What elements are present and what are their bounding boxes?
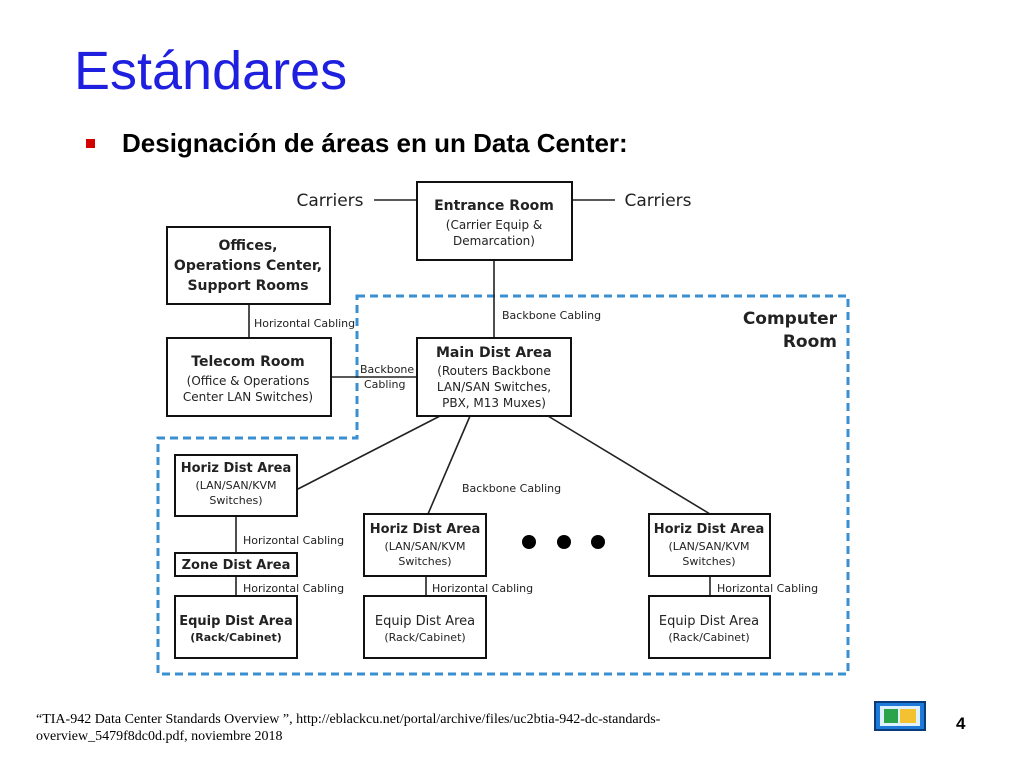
horiz-dist-area-right-box: Horiz Dist Area (LAN/SAN/KVM Switches)	[648, 513, 771, 577]
telecom-room-line2: Center LAN Switches)	[183, 390, 313, 404]
main-dist-area-box: Main Dist Area (Routers Backbone LAN/SAN…	[416, 337, 572, 417]
equip-right-line1: (Rack/Cabinet)	[668, 631, 749, 644]
horiz-right-line1: (LAN/SAN/KVM	[668, 540, 749, 553]
horiz-right-title: Horiz Dist Area	[654, 522, 765, 537]
horizontal-cabling-offices-label: Horizontal Cabling	[254, 317, 355, 330]
offices-line2: Operations Center,	[174, 258, 322, 274]
equip-mid-title: Equip Dist Area	[375, 614, 475, 629]
horiz-left-title: Horiz Dist Area	[181, 461, 292, 476]
horiz-left-line1: (LAN/SAN/KVM	[195, 479, 276, 492]
ellipsis-dot-3	[591, 535, 605, 549]
telecom-room-line1: (Office & Operations	[187, 374, 310, 388]
computer-room-label-line2: Room	[783, 332, 837, 352]
computer-room-border	[156, 294, 850, 676]
telecom-room-title: Telecom Room	[191, 354, 304, 370]
main-dist-area-line1: (Routers Backbone	[437, 364, 551, 378]
horizontal-cabling-left-label-1: Horizontal Cabling	[243, 534, 344, 547]
slide-title: Estándares	[74, 41, 348, 101]
main-to-horiz-right-line	[547, 415, 711, 515]
bullet-text: Designación de áreas en un Data Center:	[122, 127, 628, 158]
computer-room-label-line1: Computer	[743, 309, 838, 329]
zone-dist-area-box: Zone Dist Area	[174, 552, 298, 577]
horiz-right-line2: Switches)	[682, 555, 735, 568]
horiz-mid-line2: Switches)	[398, 555, 451, 568]
backbone-cabling-mid-label: Backbone Cabling	[462, 482, 561, 495]
equip-right-title: Equip Dist Area	[659, 614, 759, 629]
backbone-cabling-top-label: Backbone Cabling	[502, 309, 601, 322]
equip-dist-area-right-box: Equip Dist Area (Rack/Cabinet)	[648, 595, 771, 659]
carriers-right-label: Carriers	[625, 191, 692, 211]
ellipsis-dot-1	[522, 535, 536, 549]
backbone-cabling-telecom-label-2: Cabling	[364, 378, 405, 391]
horiz-dist-area-mid-box: Horiz Dist Area (LAN/SAN/KVM Switches)	[363, 513, 487, 577]
equip-dist-area-mid-box: Equip Dist Area (Rack/Cabinet)	[363, 595, 487, 659]
footnote-citation: “TIA-942 Data Center Standards Overview …	[36, 712, 661, 744]
horiz-left-line2: Switches)	[209, 494, 262, 507]
offices-line1: Offices,	[219, 238, 278, 254]
horizontal-cabling-right-label: Horizontal Cabling	[717, 582, 818, 595]
offices-line3: Support Rooms	[187, 278, 308, 294]
ellipsis-dot-2	[557, 535, 571, 549]
zone-dist-title: Zone Dist Area	[182, 558, 291, 573]
main-to-horiz-left-line	[295, 415, 441, 491]
horiz-dist-area-left-box: Horiz Dist Area (LAN/SAN/KVM Switches)	[174, 454, 298, 517]
entrance-room-line2: Demarcation)	[453, 234, 535, 248]
main-to-horiz-mid-line	[427, 415, 471, 515]
entrance-room-title: Entrance Room	[434, 198, 554, 214]
page-number: 4	[956, 714, 966, 733]
bullet-point: Designación de áreas en un Data Center:	[86, 128, 628, 158]
horiz-mid-title: Horiz Dist Area	[370, 522, 481, 537]
equip-left-line1: (Rack/Cabinet)	[190, 631, 282, 644]
offices-box: Offices, Operations Center, Support Room…	[166, 226, 331, 305]
backbone-cabling-telecom-label-1: Backbone	[360, 363, 414, 376]
horiz-mid-line1: (LAN/SAN/KVM	[384, 540, 465, 553]
equip-mid-line1: (Rack/Cabinet)	[384, 631, 465, 644]
horizontal-cabling-left-label-2: Horizontal Cabling	[243, 582, 344, 595]
entrance-room-line1: (Carrier Equip &	[446, 218, 542, 232]
main-dist-area-line3: PBX, M13 Muxes)	[442, 396, 546, 410]
bullet-square-icon	[86, 138, 95, 148]
telecom-room-box: Telecom Room (Office & Operations Center…	[166, 337, 332, 417]
carriers-left-label: Carriers	[297, 191, 364, 211]
main-dist-area-line2: LAN/SAN Switches,	[437, 380, 551, 394]
equip-left-title: Equip Dist Area	[179, 614, 293, 629]
institution-logo-icon	[874, 701, 926, 731]
main-dist-area-title: Main Dist Area	[436, 345, 552, 361]
equip-dist-area-left-box: Equip Dist Area (Rack/Cabinet)	[174, 595, 298, 659]
entrance-room-box: Entrance Room (Carrier Equip & Demarcati…	[416, 181, 573, 261]
horizontal-cabling-mid-label: Horizontal Cabling	[432, 582, 533, 595]
